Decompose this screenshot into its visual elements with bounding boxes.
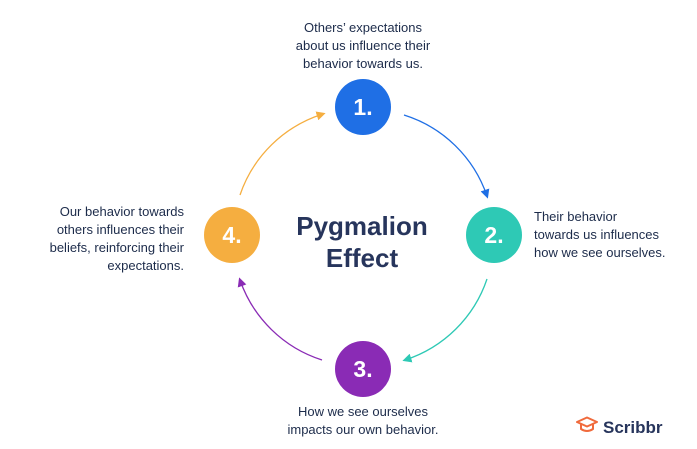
- caption-line: impacts our own behavior.: [287, 422, 439, 437]
- step-4-number: 4.: [222, 221, 242, 248]
- caption-line: about us influence their: [295, 38, 431, 53]
- step-3-caption: How we see ourselves impacts our own beh…: [262, 403, 464, 439]
- diagram-title: Pygmalion Effect: [262, 210, 462, 274]
- arrow-1-to-2: [403, 114, 490, 199]
- step-2-number: 2.: [484, 221, 504, 248]
- title-line-1: Pygmalion: [296, 211, 428, 241]
- brand-name: Scribbr: [603, 417, 663, 437]
- step-4-circle: 4.: [204, 207, 260, 263]
- caption-line: Our behavior towards: [59, 204, 184, 219]
- caption-line: behavior towards us.: [303, 56, 423, 71]
- caption-line: expectations.: [107, 258, 184, 273]
- scribbr-logo: Scribbr: [576, 416, 663, 439]
- step-2-circle: 2.: [466, 207, 522, 263]
- caption-line: Others’ expectations: [303, 20, 423, 35]
- step-1-caption: Others’ expectations about us influence …: [276, 19, 450, 73]
- step-1-number: 1.: [353, 93, 373, 120]
- step-1-circle: 1.: [335, 79, 391, 135]
- arrow-2-to-3: [402, 278, 488, 363]
- title-line-2: Effect: [325, 243, 399, 273]
- step-2-caption: Their behavior towards us influences how…: [534, 208, 684, 262]
- caption-line: Their behavior: [534, 209, 618, 224]
- caption-line: towards us influences: [534, 227, 660, 242]
- caption-line: how we see ourselves.: [534, 245, 666, 260]
- arrow-4-to-1: [239, 111, 326, 196]
- step-3-circle: 3.: [335, 341, 391, 397]
- caption-line: beliefs, reinforcing their: [49, 240, 184, 255]
- step-4-caption: Our behavior towards others influences t…: [20, 203, 184, 275]
- graduation-cap-icon: [576, 416, 598, 439]
- caption-line: How we see ourselves: [297, 404, 429, 419]
- caption-line: others influences their: [56, 222, 184, 237]
- arrow-3-to-4: [237, 277, 323, 361]
- step-3-number: 3.: [353, 355, 373, 382]
